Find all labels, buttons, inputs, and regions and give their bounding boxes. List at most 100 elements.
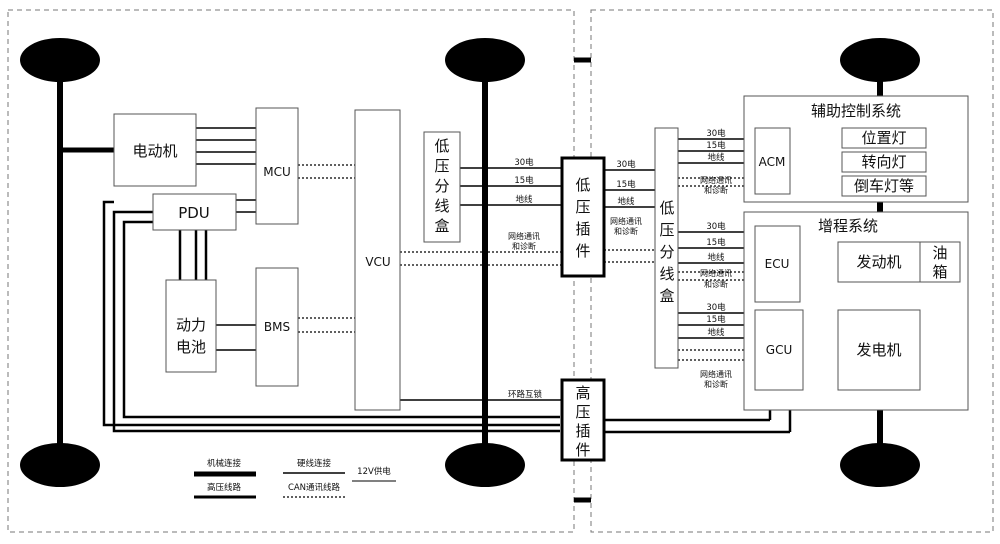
lv-plug-char: 压 <box>575 198 590 216</box>
position-lamp-box <box>841 127 927 149</box>
bms-box <box>255 267 299 387</box>
pdu-box <box>152 193 237 231</box>
fuel-tank-box <box>919 241 961 283</box>
turn-lamp-label: 转向灯 <box>861 153 906 171</box>
mcu-label: MCU <box>263 165 291 179</box>
reverse-lamp-box <box>841 175 927 197</box>
wire-label-15v: 15电 <box>616 179 636 190</box>
wire-label-network: 网络通讯 <box>700 369 732 379</box>
wheel-front-mid <box>445 38 525 82</box>
wire-label-30v: 30电 <box>706 128 726 139</box>
lv-box-left-char: 低 <box>434 137 449 155</box>
lv-box-right <box>654 127 679 369</box>
lv-box-right-char: 分 <box>659 243 674 261</box>
range-ext-title: 增程系统 <box>818 217 878 235</box>
wire-label-15v: 15电 <box>706 314 726 325</box>
ecu-box <box>754 225 801 303</box>
wire-label-ground: 地线 <box>617 196 635 207</box>
wire-label-ground: 地线 <box>707 152 725 163</box>
wire-label-30v: 30电 <box>706 302 726 313</box>
lv-plug-char: 件 <box>575 242 590 260</box>
lv-box-left-char: 压 <box>434 157 449 175</box>
legend-12v-label: 12V供电 <box>357 466 391 477</box>
acm-box <box>754 127 791 195</box>
vcu-label: VCU <box>365 255 390 269</box>
bms-label: BMS <box>264 320 290 334</box>
gcu-box <box>754 309 804 391</box>
wheel-rear-right <box>840 443 920 487</box>
wire-label-30v: 30电 <box>514 157 534 168</box>
legend-can-label: CAN通讯线路 <box>288 482 341 493</box>
lv-plug-label: 低 压 插 件 <box>575 176 590 260</box>
wire-label-network-line2: 和诊断 <box>704 379 728 389</box>
wire-label-network: 网络通讯 <box>610 216 642 226</box>
aux-system-title: 辅助控制系统 <box>811 102 901 120</box>
can-bus-lines <box>298 164 755 361</box>
fuel-tank-label-line1: 油 <box>932 244 947 262</box>
fuel-tank-label-line2: 箱 <box>932 263 947 281</box>
lv-box-right-label: 低 压 分 线 盒 <box>659 199 674 305</box>
wire-label-network: 网络通讯 <box>700 268 732 278</box>
wire-label-network: 网络通讯 <box>508 231 540 241</box>
motor-box <box>113 113 197 187</box>
reverse-lamp-label: 倒车灯等 <box>854 177 914 195</box>
wheel-front-left <box>20 38 100 82</box>
wire-label-15v: 15电 <box>706 140 726 151</box>
wheel-rear-mid <box>445 443 525 487</box>
battery-label-line1: 动力 <box>176 316 206 334</box>
engine-box <box>837 241 921 283</box>
hv-plug-label: 高 压 插 件 <box>575 384 590 459</box>
front-frame-border <box>7 9 575 533</box>
pdu-label: PDU <box>178 204 210 222</box>
mcu-box <box>255 107 299 225</box>
hv-plug-box <box>560 378 606 462</box>
hv-plug-char: 件 <box>575 441 590 459</box>
legend: 机械连接 高压线路 硬线连接 CAN通讯线路 12V供电 <box>194 458 396 499</box>
lv-plug-char: 插 <box>575 220 590 238</box>
high-voltage-lines <box>102 200 792 434</box>
wire-label-network-line2: 和诊断 <box>704 279 728 289</box>
motor-label: 电动机 <box>132 142 177 160</box>
wheel-front-right <box>840 38 920 82</box>
lv-box-right-char: 压 <box>659 221 674 239</box>
wire-label-ground: 地线 <box>707 327 725 338</box>
position-lamp-label: 位置灯 <box>861 129 906 147</box>
wire-label-30v: 30电 <box>706 221 726 232</box>
battery-label-line2: 电池 <box>176 338 206 356</box>
vcu-box <box>354 109 401 411</box>
lv-box-left-char: 分 <box>434 177 449 195</box>
wire-label-15v: 15电 <box>706 237 726 248</box>
legend-hardwire-label: 硬线连接 <box>297 458 332 469</box>
hv-plug-char: 插 <box>575 422 590 440</box>
acm-label: ACM <box>759 155 786 169</box>
lv-plug-box <box>560 156 606 278</box>
wire-label-interlock: 环路互锁 <box>508 389 543 400</box>
legend-hv-label: 高压线路 <box>207 482 242 493</box>
wheel-rear-left <box>20 443 100 487</box>
lv-box-left-char: 盒 <box>434 217 449 235</box>
lv-plug-char: 低 <box>575 176 590 194</box>
engine-label: 发动机 <box>856 253 901 271</box>
generator-label: 发电机 <box>856 341 901 359</box>
battery-box <box>165 279 217 373</box>
hv-plug-char: 压 <box>575 403 590 421</box>
lv-box-right-char: 盒 <box>659 287 674 305</box>
wire-label-network: 网络通讯 <box>700 175 732 185</box>
lv-box-right-char: 线 <box>659 265 674 283</box>
wire-label-ground: 地线 <box>707 252 725 263</box>
legend-mechanical-label: 机械连接 <box>207 458 242 469</box>
lv-box-right-char: 低 <box>659 199 674 217</box>
lv-box-left-label: 低 压 分 线 盒 <box>434 137 449 235</box>
wire-label-30v: 30电 <box>616 159 636 170</box>
lv-box-left-char: 线 <box>434 197 449 215</box>
gcu-label: GCU <box>766 343 792 357</box>
hv-plug-char: 高 <box>575 384 590 402</box>
turn-lamp-box <box>841 151 927 173</box>
lv-box-left <box>423 131 461 243</box>
wire-label-network-line2: 和诊断 <box>512 241 536 251</box>
mechanical-chassis <box>20 38 920 503</box>
generator-box <box>837 309 921 391</box>
ecu-label: ECU <box>765 257 790 271</box>
wire-label-network-line2: 和诊断 <box>614 226 638 236</box>
